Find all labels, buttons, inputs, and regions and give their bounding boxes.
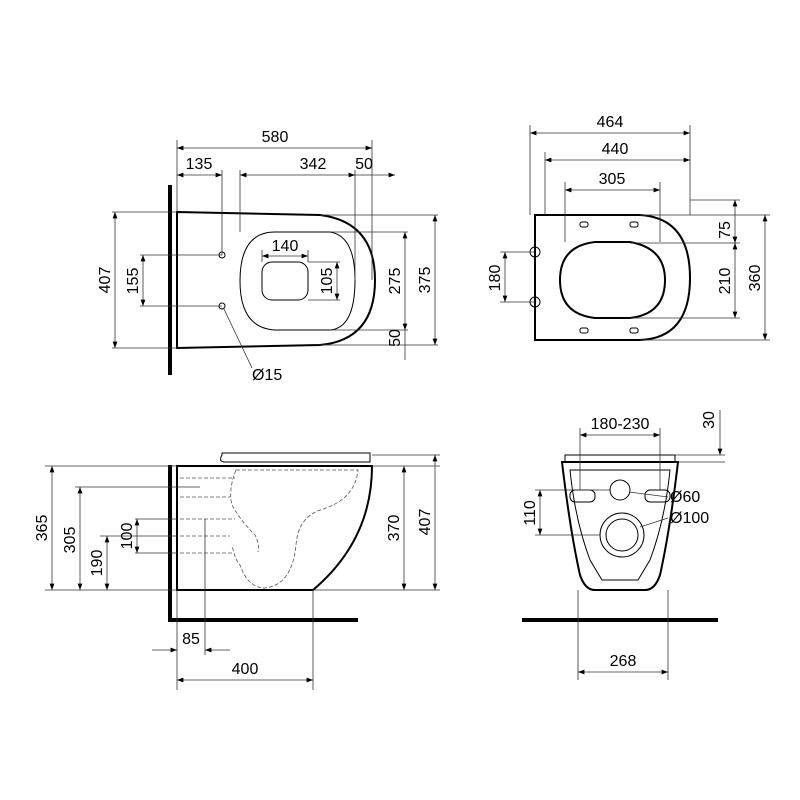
dim-hinge-spacing: 180 <box>487 265 504 292</box>
bowl-outline <box>176 210 377 350</box>
dim-overall-width: 407 <box>97 267 114 294</box>
rear-inner-outline <box>569 469 671 581</box>
outlet-circle-outer <box>599 512 645 558</box>
outlet-hole <box>261 261 309 301</box>
side-body-outline <box>176 465 374 591</box>
outlet-circle-inner <box>605 518 639 552</box>
dim-inlet-diameter: Ø60 <box>670 489 700 506</box>
dim-bowl-width: 375 <box>417 267 434 294</box>
rear-body-outline <box>560 461 680 591</box>
dim-opening-width: 275 <box>387 268 404 295</box>
seat-bumpers <box>579 221 639 334</box>
dim-seat-thickness: 30 <box>701 411 718 429</box>
rear-view: 180-230 30 110 Ø60 Ø100 268 <box>522 410 725 680</box>
dim-outlet-diameter: Ø100 <box>670 510 709 527</box>
dim-hole-diameter: Ø15 <box>252 367 282 384</box>
dim-hole-spacing: 155 <box>125 268 142 295</box>
dim-height-outlet: 190 <box>89 550 106 577</box>
rear-seat <box>564 454 676 463</box>
side-seat <box>220 452 371 463</box>
side-view: 365 305 190 100 370 407 85 400 <box>34 452 440 690</box>
dim-height-upper-bolt: 305 <box>62 527 79 554</box>
dim-opening-length: 305 <box>599 171 626 188</box>
seat-view: 464 440 305 75 210 360 180 <box>487 114 770 341</box>
dim-rim-front: 50 <box>387 329 404 347</box>
seat-outline <box>534 214 692 341</box>
dim-hinge-offset: 75 <box>717 221 734 239</box>
dim-projection: 400 <box>232 661 259 678</box>
dim-seat-inner: 440 <box>602 141 629 158</box>
top-view: 580 135 342 50 407 155 140 105 275 375 5… <box>97 129 438 384</box>
dim-overall-length: 580 <box>262 129 289 146</box>
dim-rim-offset: 50 <box>355 156 373 173</box>
wall-floor-line <box>168 465 358 622</box>
dim-height-total: 365 <box>34 515 51 542</box>
dim-outlet-offset: 85 <box>182 631 200 648</box>
dim-outlet-depth: 105 <box>319 268 336 295</box>
dim-wall-to-holes: 135 <box>186 156 213 173</box>
inlet-circle <box>609 479 631 501</box>
dim-bowl-opening: 342 <box>300 156 327 173</box>
dim-seat-width: 360 <box>747 265 764 292</box>
dim-outlet-width: 140 <box>272 238 299 255</box>
dim-outlet-spacing: 100 <box>119 523 136 550</box>
dim-body-height: 370 <box>386 515 403 542</box>
bolt-slot-right <box>644 489 671 503</box>
dim-inlet-height: 110 <box>522 500 539 526</box>
seat-opening <box>558 241 667 319</box>
dim-height-with-seat: 407 <box>417 509 434 536</box>
dim-base-width: 268 <box>610 653 637 670</box>
dim-seat-length: 464 <box>597 114 624 131</box>
dim-bolt-range: 180-230 <box>591 416 650 433</box>
dim-seat-opening-width: 210 <box>717 268 734 295</box>
